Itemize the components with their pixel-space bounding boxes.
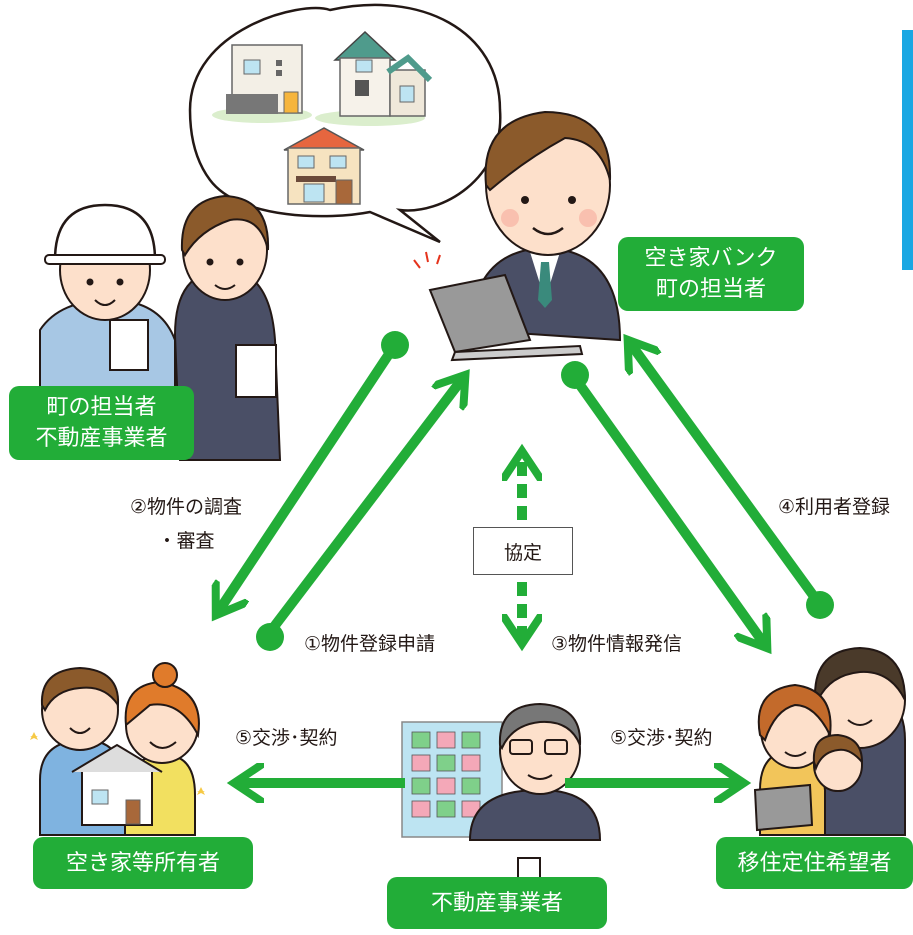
step-2-label: ②物件の調査 ・審査 [129,496,243,552]
agreement-box: 協定 [473,527,573,575]
arrow-step3 [570,375,765,645]
step-5-right-label: ⑤交渉･契約 [610,727,713,749]
flow-arrows [218,342,823,783]
step-3-label: ③物件情報発信 [551,633,683,655]
arrow-step1 [266,378,463,636]
bank-staff-illustration [413,110,622,362]
label-owner: 空き家等所有者 [33,837,253,889]
label-bank-staff: 空き家バンク 町の担当者 [618,237,804,311]
owner-family-illustration [30,662,205,836]
house-icon [283,127,365,205]
arrow-step4 [630,343,823,605]
step-4-label: ④利用者登録 [778,496,891,518]
arrow-dots [256,331,834,651]
migrant-family-illustration [753,646,906,836]
side-note-bar [902,30,913,270]
speech-bubble-icon [188,3,502,244]
label-realtor: 不動産事業者 [387,877,607,929]
house-icon [315,30,433,126]
arrow-step2 [218,342,400,612]
label-migrant: 移住定住希望者 [716,837,913,889]
survey-team-illustration [39,194,282,461]
realtor-illustration [401,702,602,881]
step-1-label: ①物件登録申請 [304,633,436,655]
step-5-left-label: ⑤交渉･契約 [235,727,338,749]
house-icon [212,44,312,123]
label-survey-team: 町の担当者 不動産事業者 [9,386,194,460]
